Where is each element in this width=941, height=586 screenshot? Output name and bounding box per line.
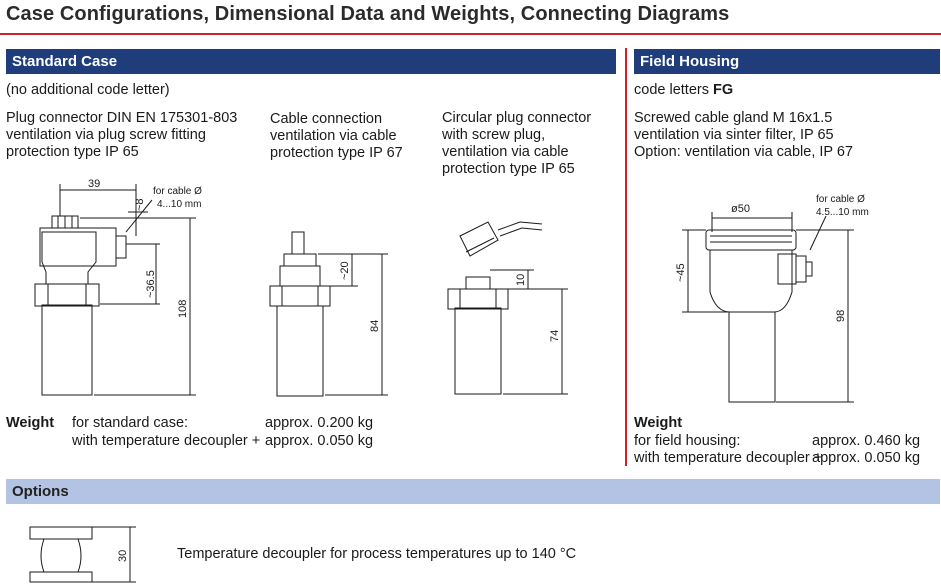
field-cable-leader [809,215,827,251]
cable-wire [291,231,305,255]
circular-plug-knurl [465,237,495,253]
field-weight-row-value: approx. 0.460 kg [812,433,921,449]
options-header: Options [6,479,940,504]
field-housing-body [709,249,793,313]
field-description: Screwed cable gland M 16x1.5 ventilation… [634,110,853,160]
field-housing-lid [705,229,797,251]
plug-cable-gland [115,235,127,259]
drawing-temperature-decoupler [29,526,136,583]
cable-hex-nut [269,285,331,307]
field-weight-row-label: for field housing: [634,433,741,449]
field-gland-nut [795,255,807,283]
field-tube [728,311,776,403]
circular-plug-cable [497,221,521,231]
field-height-dim: 98 [835,310,847,322]
options-description: Temperature decoupler for process temper… [177,546,577,562]
variant-circular-description: Circular plug connector with screw plug,… [442,110,592,177]
title-rule [0,33,941,35]
drawing-circular-plug [447,221,568,395]
standard-weight-row-label: for standard case: [72,415,189,431]
field-weight-label: Weight [634,415,683,431]
cable-gland-body [279,265,321,287]
decoupler-bottom [29,571,93,583]
circular-top-dim: 10 [515,274,527,286]
standard-weight-row-value: approx. 0.200 kg [265,415,374,431]
plug-hex-nut [34,283,100,307]
cable-top-dim: ~20 [339,261,351,280]
cable-height-dim: 84 [369,320,381,332]
decoupler-body [40,538,82,573]
standard-code-note: (no additional code letter) [6,82,170,98]
drawing-field-housing [682,212,854,403]
page-title: Case Configurations, Dimensional Data an… [6,3,730,25]
field-gland-base [777,253,797,285]
cable-tube [276,305,324,397]
standard-weight-row-value: approx. 0.050 kg [265,433,374,449]
circular-plug-head [459,221,499,257]
decoupler-top [29,526,93,540]
circular-plug-cable [519,221,543,225]
field-weight-row-label: with temperature decoupler + [634,450,823,466]
field-head-dim: ~45 [675,263,687,282]
circular-plug-cable [521,227,543,231]
standard-case-header: Standard Case [6,49,616,74]
plug-cable-leader [125,199,153,233]
standard-weight-row-label: with temperature decoupler + [72,433,261,449]
field-cable-note-2: 4.5...10 mm [816,207,869,218]
plug-housing [41,231,97,285]
drawing-cable-connection [269,231,388,397]
standard-weight-label: Weight [6,415,55,431]
field-cable-note-1: for cable Ø [816,194,865,205]
decoupler-dim: 30 [117,550,129,562]
circular-hex-nut [447,288,509,310]
field-weight-row-value: approx. 0.050 kg [812,450,921,466]
variant-cable-description: Cable connection ventilation via cable p… [270,111,403,161]
section-separator [625,48,627,466]
field-code-letters: code letters FG [634,82,734,98]
field-housing-header: Field Housing [634,49,940,74]
circular-plug-cable [499,227,523,237]
plug-cable-note-1: for cable Ø [153,186,202,197]
plug-small-dim: ~8 [134,198,146,211]
plug-cable-note-2: 4...10 mm [157,199,201,210]
circular-height-dim: 74 [549,330,561,342]
field-diameter-dim: ø50 [731,203,750,215]
plug-height-dim: 108 [177,300,189,318]
circular-socket [465,276,491,290]
drawing-plug-connector [34,184,196,396]
plug-connector-block [39,227,117,267]
variant-plug-description: Plug connector DIN EN 175301-803 ventila… [6,110,238,160]
plug-width-dim: 39 [88,178,100,190]
plug-mid-dim: ~36.5 [145,270,157,298]
circular-tube [454,307,502,395]
field-gland-cap [805,261,813,277]
plug-tube [41,304,93,396]
cable-gland-cap [283,253,317,267]
